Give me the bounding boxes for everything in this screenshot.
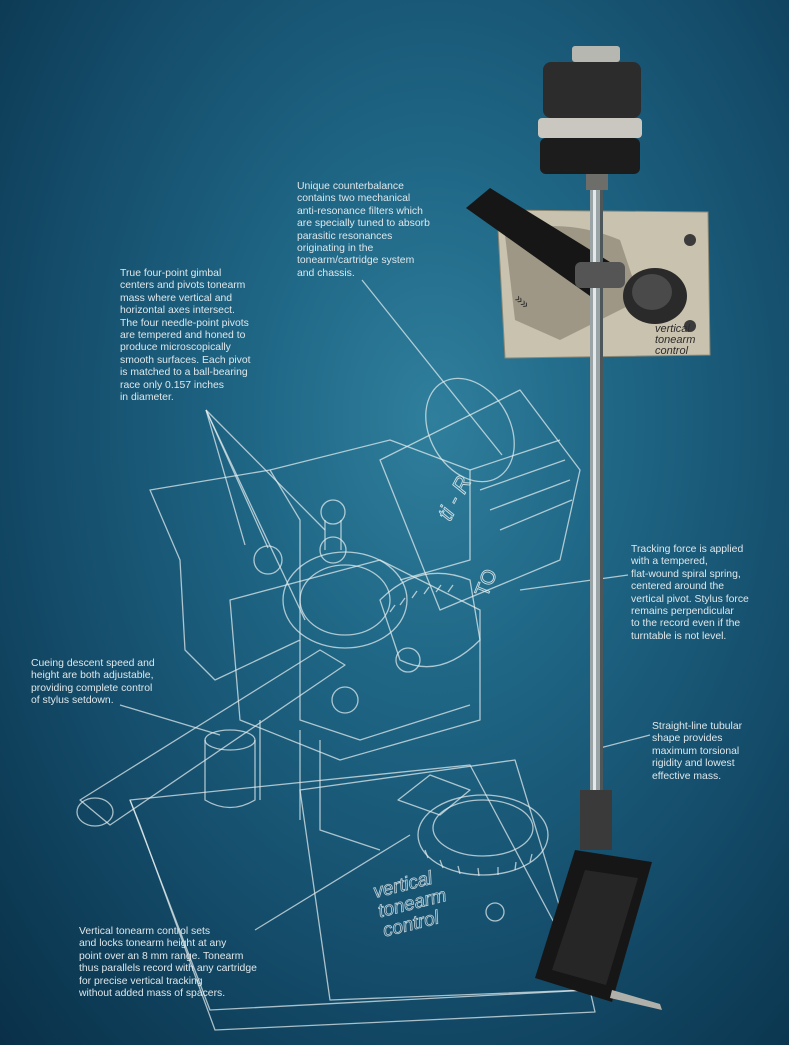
- photo-counterweight-stub: [586, 174, 608, 190]
- control-knob-teeth: [424, 849, 533, 877]
- photo-pivot-collar: [575, 262, 625, 288]
- base-plate-edge: [129, 799, 596, 1031]
- photo-tonearm-tube-highlight: [593, 160, 596, 840]
- photo-headshell: [580, 790, 612, 850]
- pointer-gimbal-4: [205, 409, 306, 621]
- photo-counterweight-top: [543, 62, 641, 118]
- caption-gimbal: True four-point gimbal centers and pivot…: [120, 268, 251, 404]
- cue-post: [204, 740, 256, 809]
- counterbalance-fins: [469, 439, 573, 531]
- photo-plate-screw-bottom: [684, 320, 696, 332]
- photo-label-line-3: control: [655, 345, 689, 357]
- pointer-straight: [599, 734, 651, 749]
- cue-lift-bar: [79, 649, 346, 826]
- control-knob-inner: [432, 799, 534, 857]
- cue-lift-bar-end: [76, 797, 114, 827]
- photo-plate-label: vertical tonearm control: [655, 323, 695, 357]
- gimbal-ring-inner: [299, 564, 391, 636]
- caption-vertical-control: Vertical tonearm control sets and locks …: [79, 926, 257, 1000]
- pointer-gimbal-3: [205, 409, 326, 531]
- pivot-screw-top: [320, 499, 346, 525]
- photo-counterweight-cap: [572, 46, 620, 62]
- control-knob: [417, 794, 549, 876]
- photo-label-line-1: vertical: [655, 323, 690, 335]
- caption-counterbalance: Unique counterbalance contains two mecha…: [297, 181, 430, 279]
- photo-cue-lever: [466, 188, 610, 296]
- support-leg-left: [259, 720, 381, 851]
- drawing-plate-label: vertical tonearm control: [371, 867, 449, 942]
- caption-tracking-force: Tracking force is applied with a tempere…: [631, 544, 749, 642]
- counterbalance-face: [425, 377, 515, 483]
- photo-counterweight-ring: [538, 118, 642, 138]
- plate-screw: [485, 902, 505, 922]
- pivot-screw-top-shaft: [324, 520, 342, 550]
- photo-label-line-2: tonearm: [655, 334, 695, 346]
- tracking-dial: [379, 572, 481, 668]
- wireframe-drawing: [76, 279, 651, 1031]
- pointer-counterbalance: [361, 279, 503, 456]
- photo-cartridge-texture: [552, 870, 638, 985]
- pivot-cluster-bottom: [331, 686, 359, 714]
- pivot-cluster-right: [395, 647, 421, 673]
- photo-plate-screw-top: [684, 234, 696, 246]
- tracking-dial-teeth: [389, 584, 454, 613]
- caption-cueing: Cueing descent speed and height are both…: [31, 658, 155, 707]
- gimbal-housing-front: [229, 559, 481, 761]
- control-lever: [397, 774, 471, 816]
- photo-counterweight-base: [540, 138, 640, 174]
- gimbal-ring: [282, 551, 408, 649]
- pointer-vertical: [254, 834, 411, 931]
- pivot-cluster-top: [319, 536, 347, 564]
- photo-plate-knob-face: [632, 274, 672, 310]
- tonearm-photo: »» vertical tonearm control: [466, 46, 711, 1010]
- photo-finger-lift: [610, 990, 662, 1010]
- pivot-cluster-left: [253, 545, 283, 575]
- pointer-gimbal-1: [205, 409, 246, 546]
- caption-straight-line-tube: Straight-line tubular shape provides max…: [652, 721, 743, 782]
- pointer-cueing: [119, 704, 221, 736]
- gimbal-housing-left: [149, 469, 301, 681]
- pointer-tracking: [519, 574, 629, 591]
- counterbalance-cylinder: [379, 389, 581, 611]
- photo-tonearm-tube-shadow: [600, 160, 603, 840]
- gimbal-housing-inner: [299, 640, 471, 741]
- cue-post-top: [204, 729, 256, 751]
